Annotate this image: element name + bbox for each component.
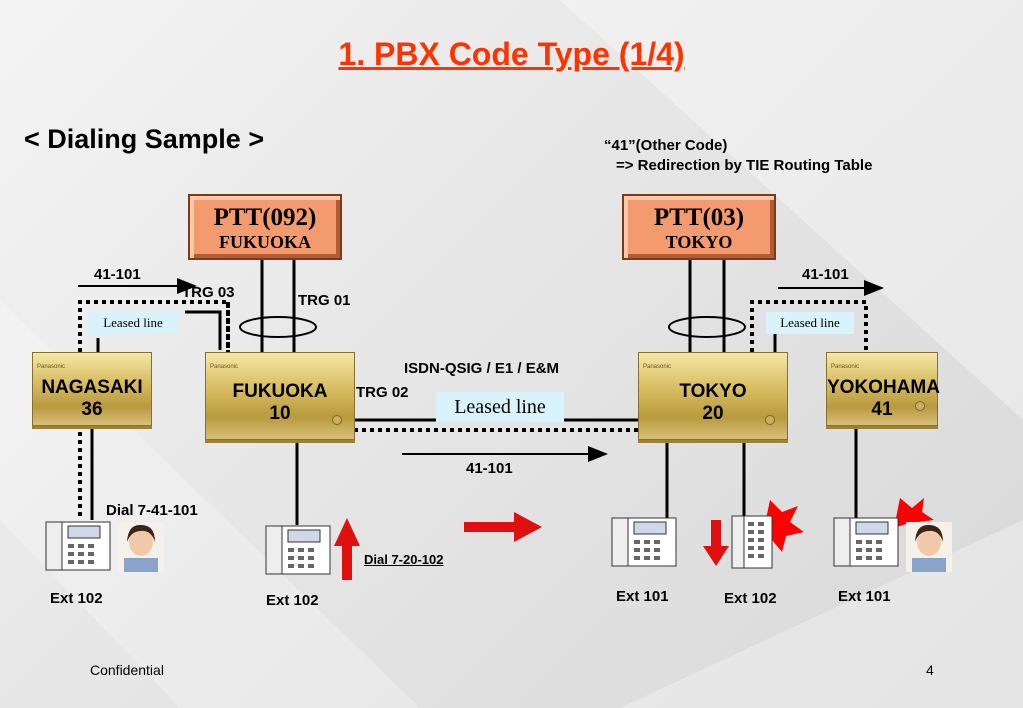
dial-fukuoka-label: Dial 7-20-102 bbox=[364, 552, 444, 567]
leased-line-right-box: Leased line bbox=[766, 312, 854, 334]
trg01-label: TRG 01 bbox=[298, 292, 351, 309]
red-arrow-down bbox=[703, 520, 729, 566]
routing-note-line1: “41”(Other Code) bbox=[604, 137, 728, 154]
isdn-label: ISDN-QSIG / E1 / E&M bbox=[404, 360, 560, 377]
pbx-yokohama-code: 41 bbox=[871, 399, 893, 420]
phone-nagasaki-icon bbox=[45, 521, 111, 571]
ptt-fukuoka-city: FUKUOKA bbox=[219, 232, 311, 252]
phone-yokohama-icon bbox=[833, 517, 899, 567]
routing-note-line2: => Redirection by TIE Routing Table bbox=[616, 157, 873, 174]
ptt-tokyo-code: PTT(03) bbox=[653, 204, 745, 231]
page-number: 4 bbox=[926, 662, 934, 678]
ring-burst-yokohama bbox=[894, 498, 934, 536]
ptt-fukuoka: PTT(092) FUKUOKA bbox=[188, 194, 342, 260]
leased-dotted-right bbox=[750, 300, 868, 352]
phone-fukuoka-icon bbox=[265, 525, 331, 575]
pbx-fukuoka: Panasonic FUKUOKA 10 bbox=[205, 352, 355, 440]
person-yokohama-icon bbox=[906, 522, 952, 572]
trunk-ring-tokyo bbox=[668, 316, 746, 338]
pbx-yokohama-led bbox=[915, 401, 925, 411]
leased-dotted-left bbox=[78, 300, 230, 352]
phone-tokyo-102-icon bbox=[731, 515, 773, 569]
trg03-label: TRG 03 bbox=[182, 284, 235, 301]
leased-line-center-box: Leased line bbox=[436, 392, 564, 422]
routing-note: “41”(Other Code) => Redirection by TIE R… bbox=[604, 136, 872, 176]
pbx-tokyo-code: 20 bbox=[702, 403, 724, 424]
route-label-right: 41-101 bbox=[802, 266, 849, 283]
dial-nagasaki-label: Dial 7-41-101 bbox=[106, 502, 198, 519]
pbx-yokohama-name: YOKOHAMA bbox=[827, 377, 940, 398]
slide-title: 1. PBX Code Type (1/4) bbox=[338, 36, 685, 72]
ext-tokyo-101-label: Ext 101 bbox=[616, 588, 669, 605]
red-arrow-right bbox=[464, 512, 542, 542]
phone-tokyo-101-icon bbox=[611, 517, 677, 567]
person-nagasaki-icon bbox=[118, 522, 164, 572]
route-label-middle: 41-101 bbox=[466, 460, 513, 477]
pbx-tokyo: Panasonic TOKYO 20 bbox=[638, 352, 788, 440]
pbx-tokyo-name: TOKYO bbox=[679, 381, 747, 402]
pbx-fukuoka-name: FUKUOKA bbox=[232, 381, 328, 402]
pbx-nagasaki-name: NAGASAKI bbox=[41, 377, 143, 398]
route-label-left: 41-101 bbox=[94, 266, 141, 283]
pbx-fukuoka-code: 10 bbox=[269, 403, 291, 424]
ext-nagasaki-label: Ext 102 bbox=[50, 590, 103, 607]
ptt-tokyo-city: TOKYO bbox=[665, 232, 733, 252]
trg02-label: TRG 02 bbox=[356, 384, 409, 401]
ptt-tokyo: PTT(03) TOKYO bbox=[622, 194, 776, 260]
pbx-yokohama: Panasonic YOKOHAMA 41 bbox=[826, 352, 940, 426]
leased-line-left-box: Leased line bbox=[88, 312, 178, 334]
pbx-nagasaki-brand: Panasonic bbox=[37, 364, 66, 370]
pbx-fukuoka-led bbox=[332, 415, 342, 425]
pbx-tokyo-brand: Panasonic bbox=[643, 364, 672, 370]
ext-tokyo-102-label: Ext 102 bbox=[724, 590, 777, 607]
pbx-yokohama-brand: Panasonic bbox=[831, 364, 860, 370]
slide-subtitle: < Dialing Sample > bbox=[24, 124, 265, 154]
ext-fukuoka-label: Ext 102 bbox=[266, 592, 319, 609]
trg03-line bbox=[185, 310, 222, 350]
pbx-fukuoka-brand: Panasonic bbox=[210, 364, 239, 370]
ptt-fukuoka-code: PTT(092) bbox=[213, 204, 317, 231]
pbx-tokyo-led bbox=[765, 415, 775, 425]
trunk-ring-fukuoka bbox=[239, 316, 317, 338]
pbx-nagasaki-code: 36 bbox=[81, 399, 103, 420]
pbx-nagasaki: Panasonic NAGASAKI 36 bbox=[32, 352, 152, 426]
red-arrow-up bbox=[334, 518, 360, 580]
ext-yokohama-label: Ext 101 bbox=[838, 588, 891, 605]
footer-confidential: Confidential bbox=[90, 662, 164, 678]
